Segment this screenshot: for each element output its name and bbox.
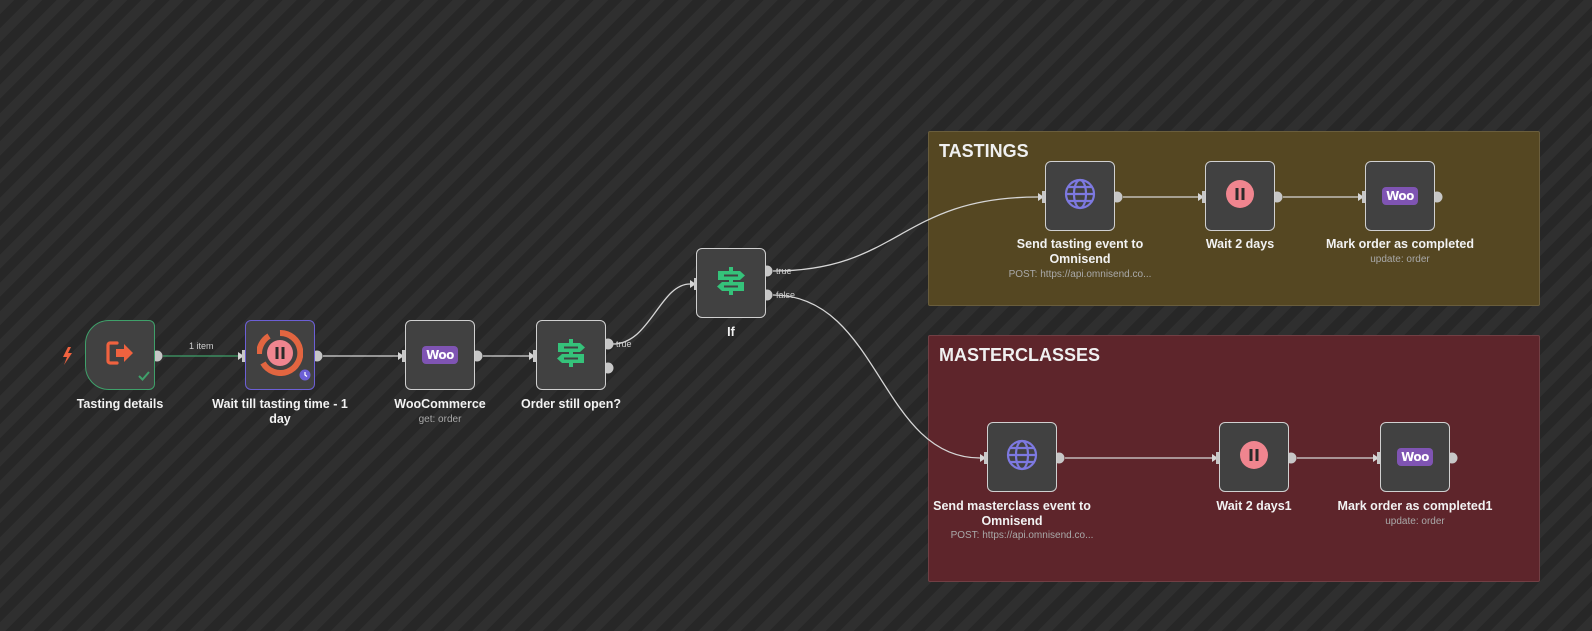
arrowhead	[690, 280, 696, 288]
woo-icon: Woo	[1397, 448, 1433, 466]
connection-line	[612, 283, 691, 345]
node-label: Send masterclass event to Omnisend	[933, 499, 1091, 528]
arrowhead	[1373, 454, 1379, 462]
node-mark-order-completed1[interactable]: Woo	[1380, 422, 1450, 492]
pause-icon	[1225, 179, 1255, 214]
connection-line	[772, 294, 981, 459]
node-subtitle: update: order	[1370, 254, 1430, 265]
connection-line	[772, 196, 1039, 272]
input-port	[1042, 191, 1046, 203]
sticky-title: TASTINGS	[939, 141, 1029, 161]
node-send-masterclass-event[interactable]	[987, 422, 1057, 492]
input-port	[402, 350, 406, 362]
node-label: Wait 2 days1	[1216, 499, 1292, 513]
arrowhead	[1212, 454, 1218, 462]
node-subtitle: POST: https://api.omnisend.co...	[950, 530, 1094, 541]
branch-false-label: false	[776, 290, 796, 300]
node-label: If	[727, 325, 735, 339]
node-subtitle: update: order	[1385, 516, 1445, 527]
success-check-icon	[138, 369, 150, 387]
node-subtitle: get: order	[418, 414, 462, 425]
sign-out-icon	[105, 340, 135, 371]
if-icon	[555, 337, 587, 374]
input-port	[1202, 191, 1206, 203]
branch-true-label: true	[776, 266, 792, 276]
arrowhead	[1358, 193, 1364, 201]
node-send-tasting-event[interactable]	[1045, 161, 1115, 231]
sticky-title: MASTERCLASSES	[939, 345, 1101, 365]
node-label: Tasting details	[76, 397, 164, 411]
arrowhead	[398, 352, 404, 360]
node-wait-2-days[interactable]	[1205, 161, 1275, 231]
arrowhead	[529, 352, 535, 360]
input-port	[984, 452, 988, 464]
wait-icon	[255, 329, 304, 381]
globe-icon	[1006, 439, 1038, 476]
node-mark-order-completed[interactable]: Woo	[1365, 161, 1435, 231]
node-wait-2-days1[interactable]	[1219, 422, 1289, 492]
input-port	[1362, 191, 1366, 203]
clock-badge-icon	[299, 368, 311, 386]
node-if[interactable]	[696, 248, 766, 318]
if-icon	[715, 265, 747, 302]
input-port	[242, 350, 246, 362]
node-woocommerce[interactable]: Woo	[405, 320, 475, 390]
node-label: WooCommerce	[394, 397, 486, 411]
node-order-still-open[interactable]	[536, 320, 606, 390]
input-port	[1216, 452, 1220, 464]
input-port	[1377, 452, 1381, 464]
node-tasting-details[interactable]	[85, 320, 155, 390]
node-label: Wait 2 days	[1205, 237, 1275, 251]
input-port	[533, 350, 537, 362]
arrowhead	[1198, 193, 1204, 201]
woo-icon: Woo	[422, 346, 458, 364]
arrowhead	[1038, 193, 1044, 201]
globe-icon	[1064, 178, 1096, 215]
node-label: Order still open?	[520, 397, 621, 411]
node-label: Send tasting event to Omnisend	[1016, 237, 1144, 266]
trigger-bolt-icon	[63, 347, 72, 365]
node-label: Mark order as completed1	[1337, 499, 1493, 513]
arrowhead	[980, 454, 986, 462]
woo-icon: Woo	[1382, 187, 1418, 205]
arrowhead	[238, 352, 244, 360]
node-label: Wait till tasting time - 1 day	[212, 397, 348, 426]
node-label: Mark order as completed	[1326, 237, 1474, 251]
node-subtitle: POST: https://api.omnisend.co...	[1008, 269, 1152, 280]
item-count-label: 1 item	[189, 341, 214, 351]
node-wait-tasting[interactable]	[245, 320, 315, 390]
branch-true-label: true	[616, 339, 632, 349]
pause-icon	[1239, 440, 1269, 475]
